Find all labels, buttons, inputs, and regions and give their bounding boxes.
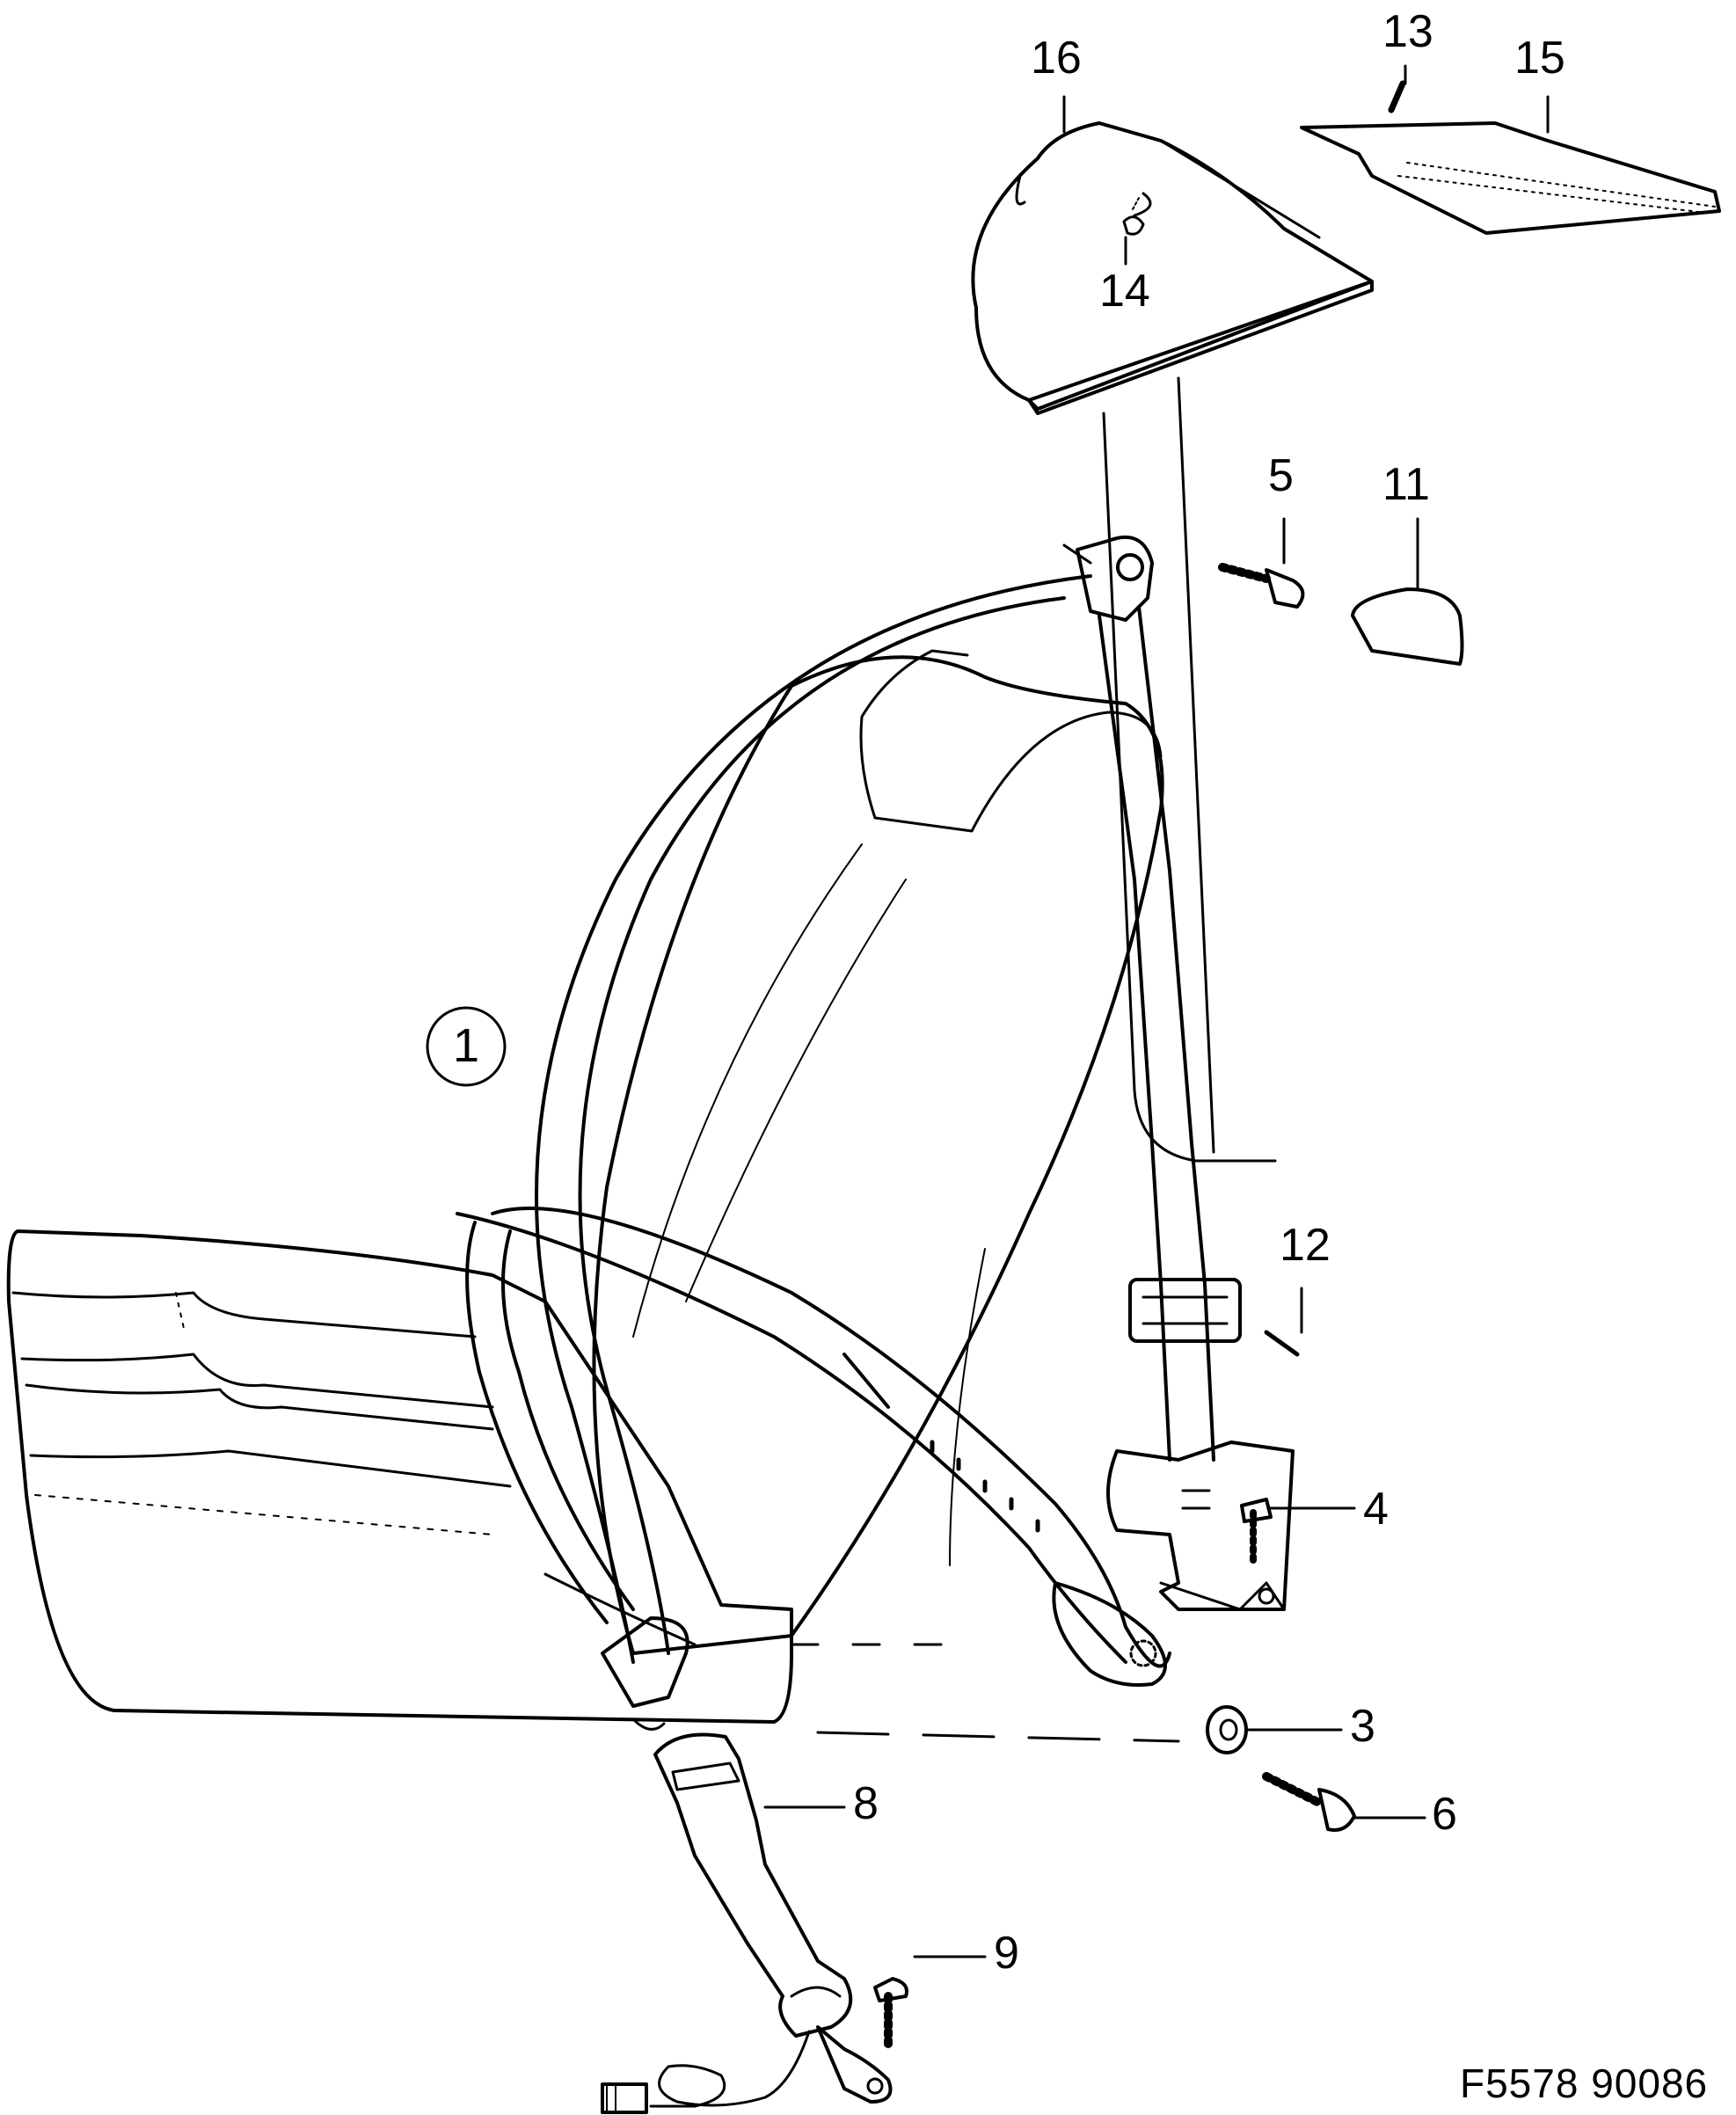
label-part-6: 6 bbox=[1432, 1789, 1457, 1840]
label-part-14: 14 bbox=[1099, 266, 1150, 317]
label-part-4: 4 bbox=[1363, 1484, 1389, 1535]
belt-webbing bbox=[456, 574, 1215, 1668]
assembly-callout-number: 1 bbox=[452, 1019, 480, 1072]
buckle-8 bbox=[653, 1732, 853, 2038]
label-part-3: 3 bbox=[1350, 1701, 1375, 1752]
bolt-5 bbox=[1218, 563, 1305, 609]
bolt-4 bbox=[1240, 1498, 1273, 1569]
label-part-16: 16 bbox=[1031, 33, 1082, 84]
lower-anchor-plate bbox=[1052, 1581, 1167, 1687]
label-part-5: 5 bbox=[1268, 450, 1294, 501]
trim-panel-16 bbox=[971, 121, 1374, 415]
figure-reference-code: F5578 90086 bbox=[1460, 2060, 1709, 2106]
bolt-9 bbox=[873, 1977, 908, 2053]
pillar-outline bbox=[1102, 376, 1277, 1163]
guide-bracket-12 bbox=[1128, 1278, 1242, 1343]
seat-cushion bbox=[6, 1229, 793, 1724]
belt-tongue bbox=[601, 1616, 689, 1731]
screw-13 bbox=[1388, 80, 1406, 113]
screw-12 bbox=[1264, 1330, 1300, 1357]
label-part-12: 12 bbox=[1280, 1220, 1331, 1271]
label-part-8: 8 bbox=[853, 1778, 879, 1829]
bolt-6 bbox=[1262, 1772, 1356, 1832]
leader-lines bbox=[763, 64, 1550, 1958]
retractor-4 bbox=[1106, 1440, 1295, 1611]
label-part-15: 15 bbox=[1514, 33, 1565, 84]
washer-3 bbox=[1206, 1705, 1248, 1754]
cover-11 bbox=[1351, 587, 1464, 666]
seat-backrest bbox=[543, 649, 1180, 1743]
buckle-bracket bbox=[816, 2025, 893, 2104]
label-part-11: 11 bbox=[1382, 459, 1430, 510]
clip-14 bbox=[1122, 197, 1145, 236]
label-part-13: 13 bbox=[1382, 6, 1433, 57]
label-part-9: 9 bbox=[994, 1928, 1019, 1979]
assembly-circle bbox=[426, 1006, 507, 1087]
upper-anchor-bracket bbox=[1062, 536, 1154, 622]
panel-15 bbox=[1300, 121, 1721, 235]
wire-connector bbox=[601, 2030, 811, 2114]
